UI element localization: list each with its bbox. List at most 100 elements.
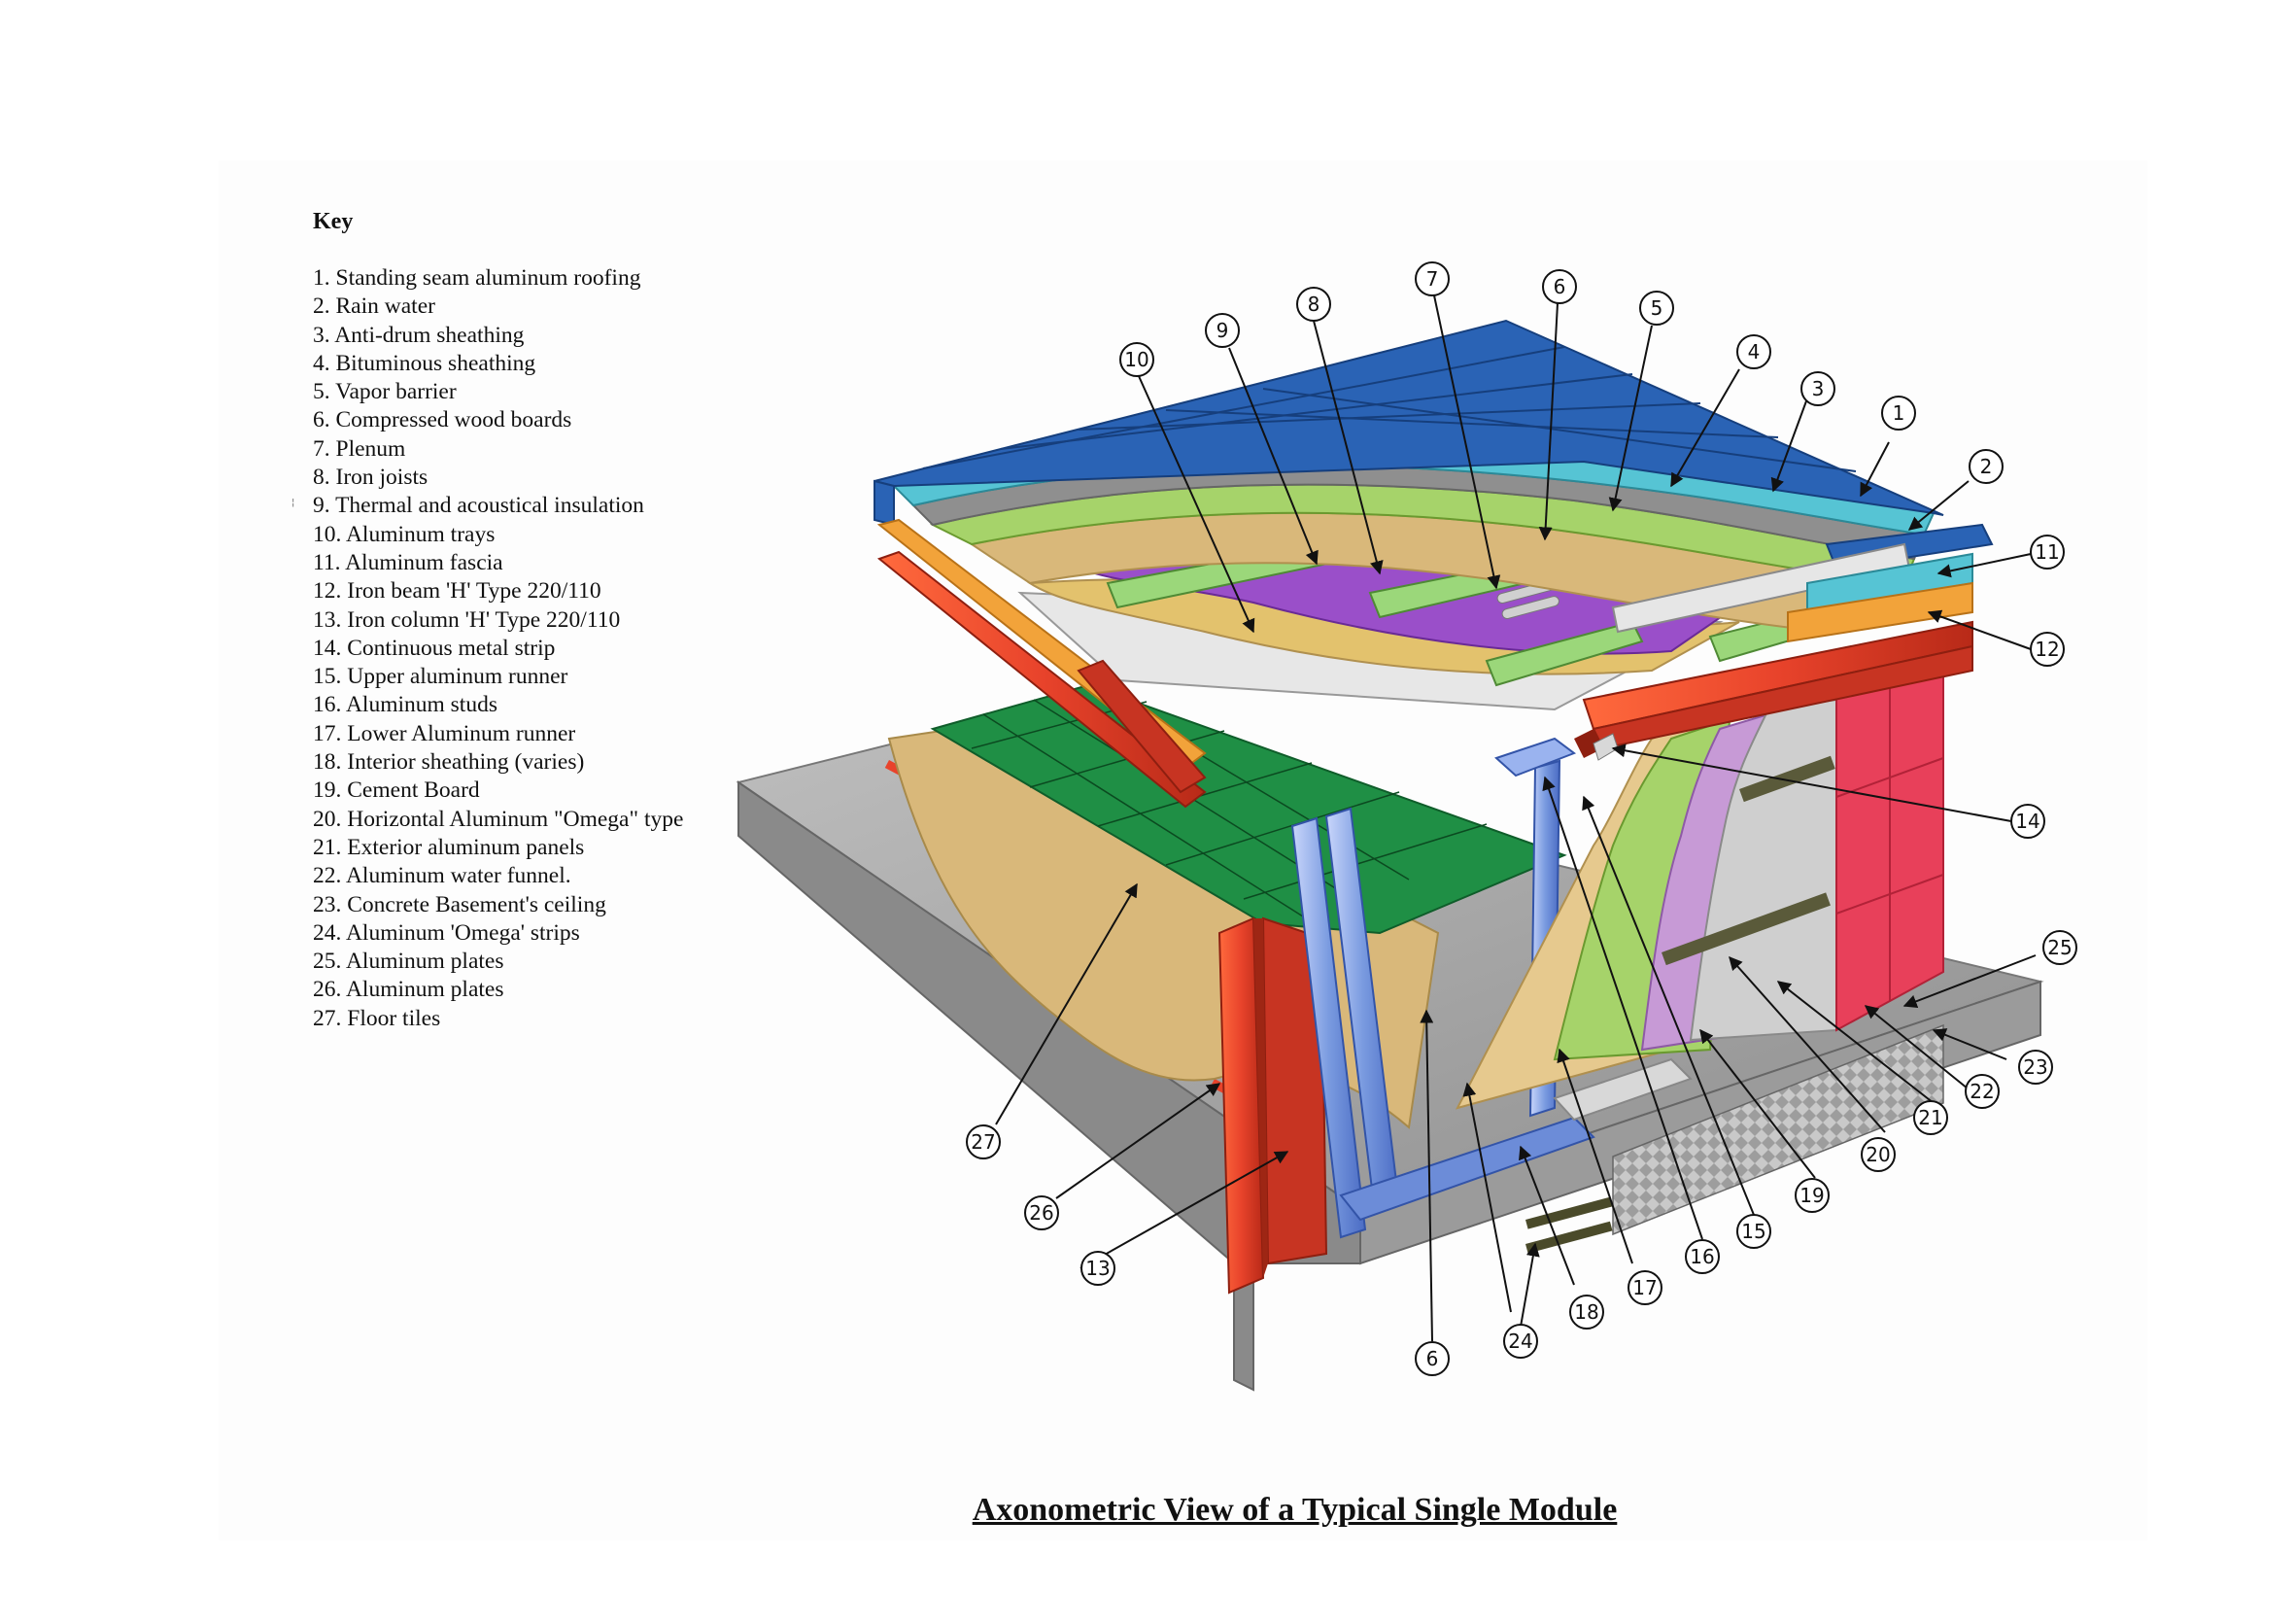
svg-text:20: 20 [1866,1143,1890,1166]
callout-6: 6 [1542,269,1577,304]
key-item: 6. Compressed wood boards [313,407,572,433]
svg-text:9: 9 [1217,319,1229,342]
svg-text:26: 26 [1029,1201,1053,1225]
key-item: 16. Aluminum studs [313,692,497,718]
callout-13: 13 [1080,1251,1115,1286]
svg-text:17: 17 [1632,1276,1657,1299]
key-item: 11. Aluminum fascia [313,549,503,575]
svg-text:21: 21 [1918,1106,1942,1129]
svg-text:2: 2 [1980,455,1993,478]
callout-4: 4 [1736,334,1771,369]
svg-text:6: 6 [1426,1347,1439,1370]
svg-text:1: 1 [1893,401,1905,425]
callout-3: 3 [1800,371,1835,406]
plenum-pipe [1501,596,1559,620]
callout-21: 21 [1913,1100,1948,1135]
key-item: 13. Iron column 'H' Type 220/110 [313,606,621,633]
omega-strip [1739,755,1835,803]
callout-22: 22 [1965,1074,2000,1109]
key-item: 25. Aluminum plates [313,949,504,975]
svg-text:13: 13 [1085,1257,1110,1280]
svg-text:14: 14 [2015,810,2039,833]
svg-text:5: 5 [1651,296,1663,320]
key-item: 7. Plenum [313,435,406,462]
key-item: 2. Rain water [313,294,435,320]
callout-15: 15 [1736,1214,1771,1249]
svg-text:24: 24 [1508,1330,1532,1353]
callout-24: 24 [1503,1324,1538,1359]
iron-beams [876,518,1973,809]
iron-joist [1485,620,1644,687]
callout-17: 17 [1628,1270,1662,1305]
basement-omega-strip [1525,1221,1613,1254]
callout-10: 10 [1119,342,1154,377]
key-item: 9. Thermal and acoustical insulation [313,493,644,519]
callout-1: 1 [1881,396,1916,431]
callout-19: 19 [1795,1178,1830,1213]
svg-text:3: 3 [1812,377,1825,400]
svg-text:8: 8 [1308,293,1320,316]
svg-text:16: 16 [1690,1245,1714,1268]
callout-16: 16 [1685,1239,1720,1274]
stray-mark: ¦ [291,498,295,508]
svg-text:22: 22 [1970,1080,1994,1103]
key-item: 20. Horizontal Aluminum "Omega" type [313,806,684,832]
svg-text:6: 6 [1554,275,1566,298]
svg-text:23: 23 [2023,1055,2047,1079]
key-legend: Key 1. Standing seam aluminum roofing 2.… [313,209,683,1033]
water-funnel [1553,1057,1693,1122]
key-item: 18. Interior sheathing (varies) [313,749,585,776]
key-item: 10. Aluminum trays [313,521,496,547]
callout-12: 12 [2030,632,2065,667]
key-item: 17. Lower Aluminum runner [313,720,576,746]
upper-runner [1494,737,1577,777]
key-item: 3. Anti-drum sheathing [313,322,525,348]
key-item: 21. Exterior aluminum panels [313,834,585,860]
lower-runner [1339,1116,1595,1222]
callout-leaders [995,294,2037,1342]
callout-20: 20 [1861,1137,1896,1172]
basement-omega-strip [1525,1196,1613,1229]
svg-text:10: 10 [1124,348,1148,371]
callout-25: 25 [2042,930,2077,965]
callouts: 1 2 3 4 5 6 7 8 9 10 11 12 13 14 15 16 1… [966,261,2077,1376]
wall-assembly [1456,639,1944,1254]
svg-text:19: 19 [1799,1184,1824,1207]
key-item: 24. Aluminum 'Omega' strips [313,919,580,946]
callout-27: 27 [966,1124,1001,1159]
callout-9: 9 [1205,313,1240,348]
roof-assembly [874,319,1994,643]
svg-text:12: 12 [2035,638,2059,661]
key-item: 4. Bituminous sheathing [313,350,536,376]
svg-text:27: 27 [971,1130,995,1154]
ceiling-assembly [1017,537,1838,711]
svg-text:18: 18 [1574,1300,1598,1324]
callout-23: 23 [2018,1050,2053,1085]
key-item: 8. Iron joists [313,465,428,491]
roof-seams [922,346,1857,472]
callout-26: 26 [1024,1195,1059,1230]
key-item: 12. Iron beam 'H' Type 220/110 [313,578,601,605]
svg-text:7: 7 [1426,267,1439,291]
key-item: 14. Continuous metal strip [313,635,556,661]
key-item: 27. Floor tiles [313,1005,441,1031]
svg-text:15: 15 [1741,1220,1765,1243]
callout-2: 2 [1969,449,2004,484]
roof-edge [874,479,895,527]
callout-7: 7 [1415,261,1450,296]
aluminum-fascia [1787,581,1973,643]
diagram-caption: Axonometric View of a Typical Single Mod… [972,1492,1618,1528]
key-item: 22. Aluminum water funnel. [313,863,571,889]
key-item: 1. Standing seam aluminum roofing [313,265,641,291]
iron-column [1217,916,1328,1295]
callout-18: 18 [1569,1295,1604,1330]
aluminum-studs [1290,737,1595,1239]
iron-beam-left-top [876,550,1207,809]
callout-5: 5 [1639,291,1674,326]
key-list: 1. Standing seam aluminum roofing 2. Rai… [313,264,683,1033]
callout-14: 14 [2010,804,2045,839]
omega-strip [1662,892,1831,966]
callout-11: 11 [2030,535,2065,570]
key-item: 26. Aluminum plates [313,977,504,1003]
key-item: 5. Vapor barrier [313,379,457,405]
